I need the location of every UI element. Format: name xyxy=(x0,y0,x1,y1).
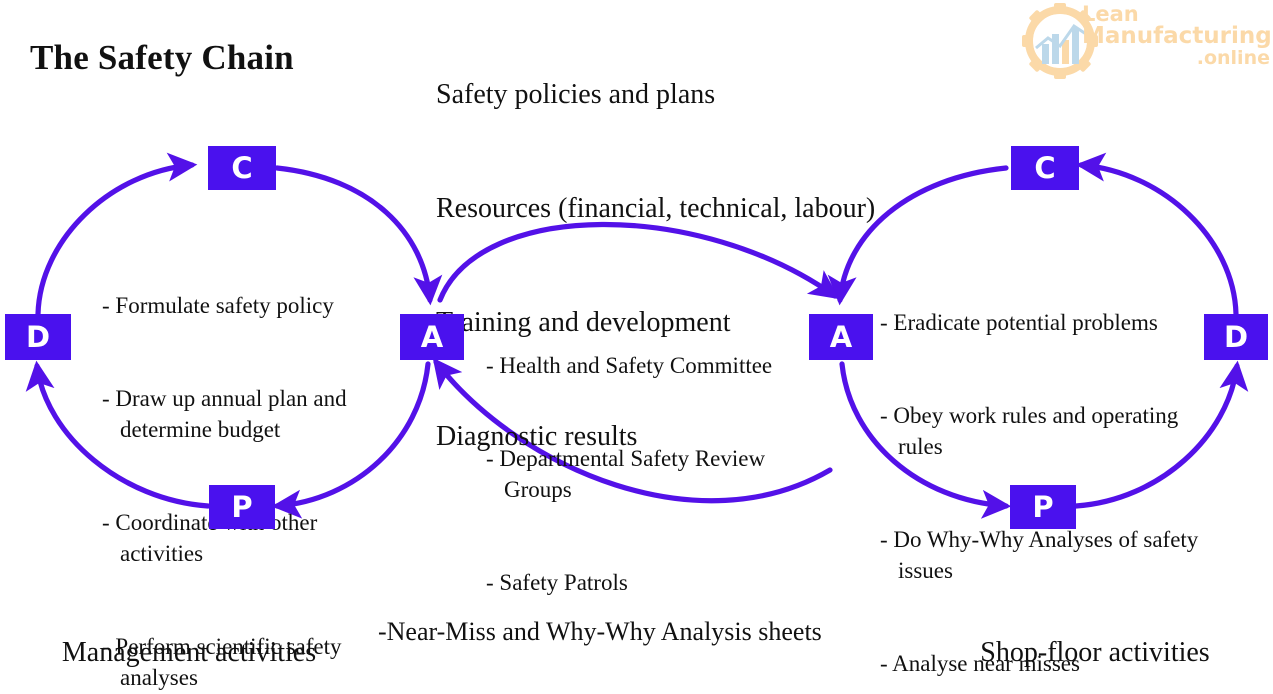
inputs-block: Safety policies and plans Resources (fin… xyxy=(436,0,875,532)
list-item: - Safety Patrols xyxy=(486,570,628,595)
logo-line-1: Lean xyxy=(1082,2,1139,26)
logo-line-3: .online xyxy=(1196,46,1270,69)
right-arrow-p-to-d xyxy=(1073,360,1249,509)
right-arrow-d-to-c xyxy=(1075,152,1239,317)
list-item: - Perform scientific safety analyses xyxy=(102,634,348,690)
right-cycle-items: - Eradicate potential problems - Obey wo… xyxy=(880,245,1210,694)
list-item: - Do Why-Why Analyses of safety issues xyxy=(880,527,1205,583)
list-item: - Health and Safety Committee xyxy=(486,353,773,378)
right-arrow-c-to-a xyxy=(827,165,1009,306)
right-arrow-a-to-p xyxy=(839,361,1012,519)
lean-manufacturing-logo xyxy=(1022,3,1098,79)
list-item: - Draw up annual plan and determine budg… xyxy=(102,386,353,442)
list-item: - Eradicate potential problems xyxy=(880,310,1158,335)
right-node-p[interactable]: P xyxy=(1010,485,1076,529)
left-node-a[interactable]: A xyxy=(400,314,464,360)
link-left-c-to-right-a xyxy=(437,221,840,303)
left-node-p[interactable]: P xyxy=(209,485,275,529)
right-node-c[interactable]: C xyxy=(1011,146,1079,190)
gear-icon xyxy=(1022,3,1098,79)
left-arrow-a-to-p xyxy=(271,361,431,519)
center-items: - Health and Safety Committee - Departme… xyxy=(486,288,806,660)
left-node-a-label: A xyxy=(420,319,444,354)
left-arrow-d-to-c xyxy=(35,152,198,317)
caption-line: Shop-floor activities xyxy=(980,637,1210,668)
left-arrow-p-to-d xyxy=(25,360,211,509)
list-item: - Departmental Safety Review Groups xyxy=(486,446,771,502)
input-line: Diagnostic results xyxy=(436,421,638,452)
right-node-a-label: A xyxy=(829,319,853,354)
right-node-c-label: C xyxy=(1034,150,1056,185)
caption-line: Management activities xyxy=(61,637,317,668)
input-line: Resources (financial, technical, labour) xyxy=(436,193,876,224)
left-arrow-c-to-a xyxy=(274,165,443,306)
logo-wordmark: Lean Manufacturing .online xyxy=(1082,2,1272,69)
left-node-d-label: D xyxy=(25,319,51,354)
right-node-d[interactable]: D xyxy=(1204,314,1268,360)
left-node-p-label: P xyxy=(231,489,253,524)
page-title: The Safety Chain xyxy=(30,38,294,77)
input-line: Safety policies and plans xyxy=(436,79,716,110)
right-node-a[interactable]: A xyxy=(809,314,873,360)
outputs-block: -Near-Miss and Why-Why Analysis sheets -… xyxy=(378,542,822,694)
link-right-p-to-left-a xyxy=(432,357,833,504)
bar-chart-icon xyxy=(1035,23,1087,64)
left-node-c-label: C xyxy=(231,150,253,185)
list-item: - Formulate safety policy xyxy=(102,293,334,318)
output-line: -Near-Miss and Why-Why Analysis sheets xyxy=(378,617,822,646)
left-node-c[interactable]: C xyxy=(208,146,276,190)
left-cycle-caption: Management activities (Address results) xyxy=(14,563,364,694)
left-node-d[interactable]: D xyxy=(5,314,71,360)
right-cycle-caption: Shop-floor activities (Address causes) xyxy=(930,563,1260,694)
logo-line-2: Manufacturing xyxy=(1082,23,1272,50)
list-item: - Analyse near misses xyxy=(880,651,1080,676)
right-node-d-label: D xyxy=(1223,319,1249,354)
right-node-p-label: P xyxy=(1032,489,1054,524)
list-item: - Obey work rules and operating rules xyxy=(880,403,1185,459)
